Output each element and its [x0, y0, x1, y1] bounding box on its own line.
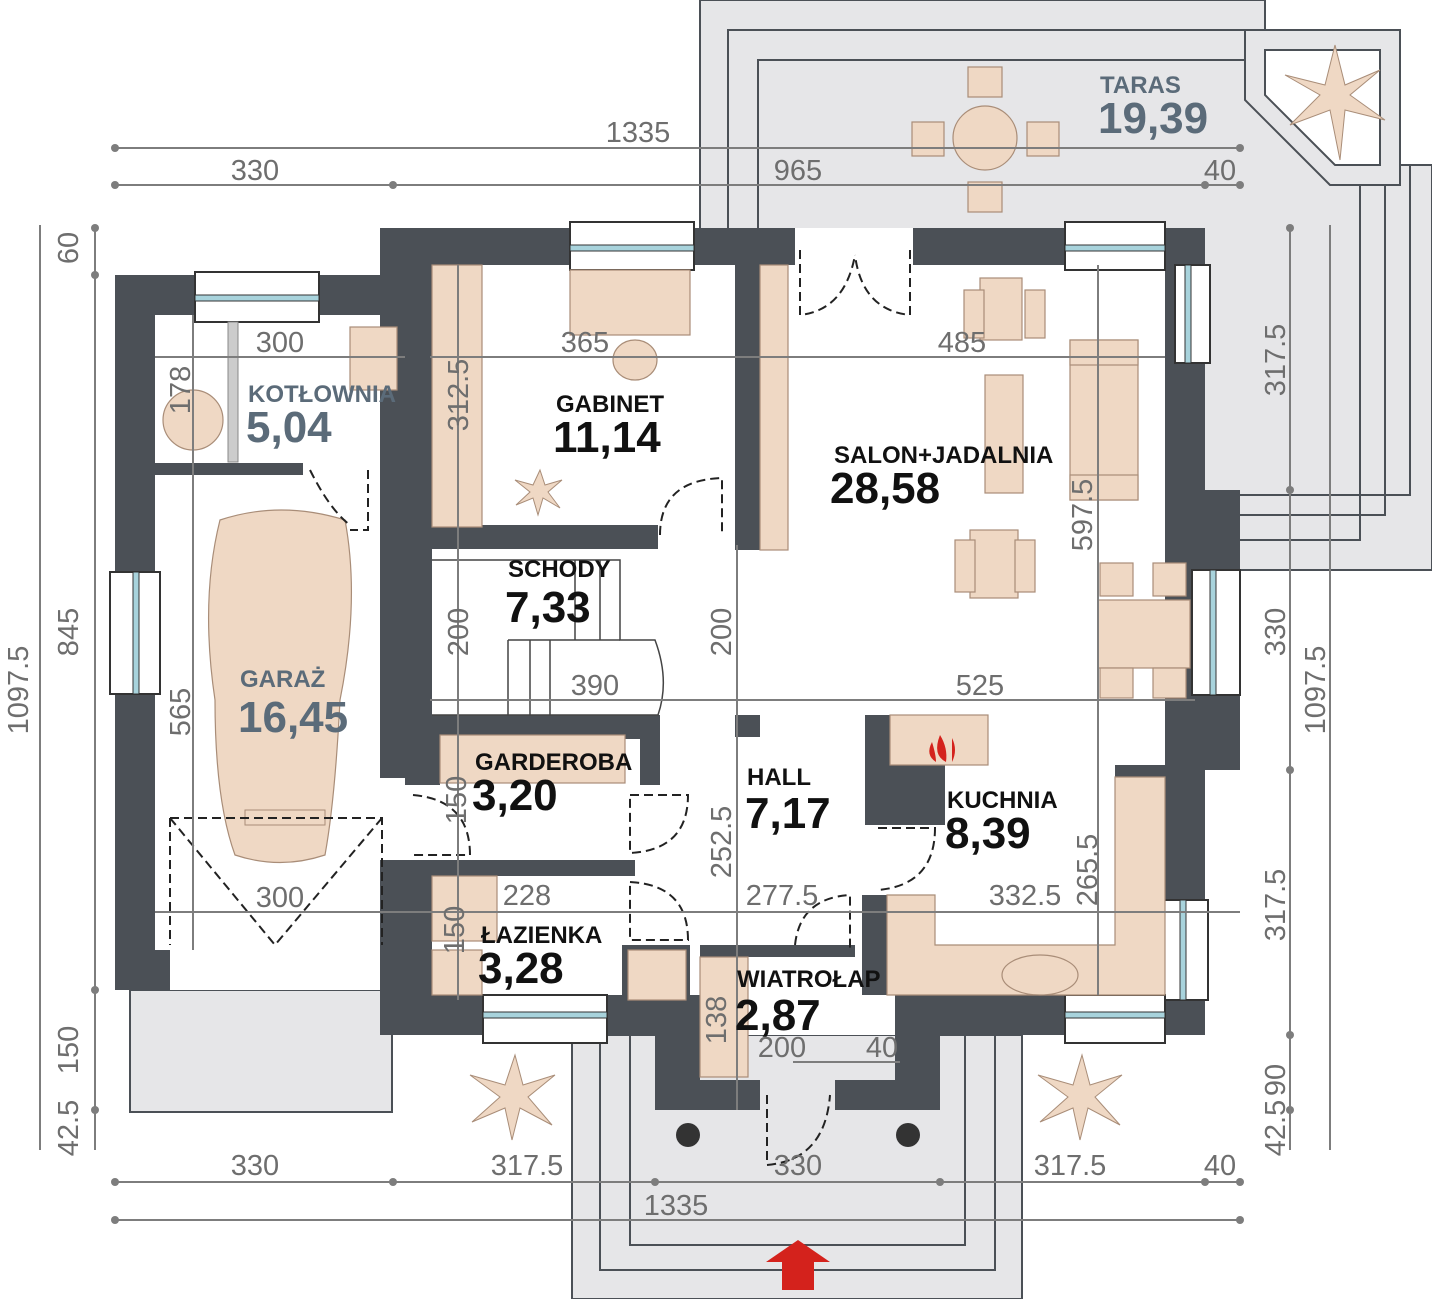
dimension-labels: 1335 330 965 40 330 317.5 330 317.5 40 1… — [3, 117, 1332, 1222]
dim-label: 312.5 — [443, 359, 475, 432]
dim-label: 90 — [1260, 1064, 1292, 1096]
dim-label: 330 — [774, 1150, 822, 1182]
dim-label: 42.5 — [53, 1100, 85, 1156]
dim-label: 150 — [53, 1026, 85, 1074]
room-name-schody: SCHODY — [508, 556, 611, 583]
driveway — [129, 989, 393, 1113]
dim-label: 200 — [706, 608, 738, 656]
dim-label: 365 — [561, 327, 609, 359]
dim-label: 228 — [503, 880, 551, 912]
dim-label: 138 — [701, 996, 733, 1044]
room-name-kotlownia: KOTŁOWNIA — [248, 381, 396, 408]
dim-label: 40 — [1204, 155, 1236, 187]
dim-label: 40 — [1204, 1150, 1236, 1182]
column — [896, 1123, 920, 1147]
dim-label: 265.5 — [1072, 834, 1104, 907]
fireplace-flame-icon — [929, 735, 955, 762]
room-area-gabinet: 11,14 — [553, 413, 661, 462]
dim-label: 300 — [256, 882, 304, 914]
dim-label: 390 — [571, 670, 619, 702]
dim-label: 317.5 — [491, 1150, 564, 1182]
dim-label: 485 — [938, 327, 986, 359]
dim-label: 60 — [53, 232, 85, 264]
room-name-hall: HALL — [747, 764, 811, 791]
room-name-garaz: GARAŻ — [240, 666, 325, 693]
dim-label: 525 — [956, 670, 1004, 702]
dim-label: 332.5 — [989, 880, 1062, 912]
room-name-gabinet: GABINET — [556, 391, 664, 418]
room-area-garderoba: 3,20 — [472, 771, 558, 820]
room-area-salon: 28,58 — [830, 464, 940, 513]
room-name-salon: SALON+JADALNIA — [834, 442, 1053, 469]
room-name-taras: TARAS — [1100, 72, 1181, 99]
dim-label: 330 — [231, 1150, 279, 1182]
dim-label: 965 — [774, 155, 822, 187]
dim-label: 42.5 — [1260, 1100, 1292, 1156]
dim-label: 1335 — [644, 1190, 709, 1222]
room-area-kuchnia: 8,39 — [945, 809, 1031, 858]
dim-label: 565 — [165, 688, 197, 736]
dim-label: 150 — [439, 906, 471, 954]
dim-label: 1097.5 — [3, 646, 35, 735]
windows — [109, 221, 1241, 1044]
dim-label: 330 — [1260, 608, 1292, 656]
room-name-wiatrolap: WIATROŁAP — [737, 966, 881, 993]
dim-label: 200 — [758, 1032, 806, 1064]
dim-label: 317.5 — [1034, 1150, 1107, 1182]
dim-label: 300 — [256, 327, 304, 359]
dim-label: 1097.5 — [1300, 646, 1332, 735]
dim-label: 40 — [866, 1032, 898, 1064]
dim-label: 1335 — [606, 117, 671, 149]
dim-label: 845 — [53, 608, 85, 656]
room-area-hall: 7,17 — [745, 789, 831, 838]
room-area-taras: 19,39 — [1098, 94, 1208, 143]
column — [676, 1123, 700, 1147]
dim-label: 317.5 — [1260, 869, 1292, 942]
room-area-lazienka: 3,28 — [478, 944, 564, 993]
dimension-lines — [39, 144, 1331, 1224]
dim-label: 178 — [165, 366, 197, 414]
dim-label: 317.5 — [1260, 324, 1292, 397]
room-area-garaz: 16,45 — [238, 693, 348, 742]
room-name-lazienka: ŁAZIENKA — [481, 922, 602, 949]
room-labels: TARAS 19,39 KOTŁOWNIA 5,04 GARAŻ 16,45 G… — [238, 72, 1208, 1040]
room-name-kuchnia: KUCHNIA — [947, 787, 1058, 814]
dim-label: 150 — [441, 776, 473, 824]
plant-icon — [469, 44, 1386, 1141]
table-icon — [911, 66, 1060, 213]
dim-label: 252.5 — [706, 806, 738, 879]
room-area-wiatrolap: 2,87 — [735, 991, 821, 1040]
dim-label: 277.5 — [746, 880, 819, 912]
room-area-kotlownia: 5,04 — [246, 403, 332, 452]
dim-label: 330 — [231, 155, 279, 187]
room-area-schody: 7,33 — [505, 583, 591, 632]
dim-label: 200 — [443, 608, 475, 656]
room-name-garderoba: GARDEROBA — [475, 749, 632, 776]
entrance-arrow-icon — [766, 1240, 830, 1290]
furniture — [162, 264, 1191, 1078]
dim-label: 597.5 — [1067, 479, 1099, 552]
